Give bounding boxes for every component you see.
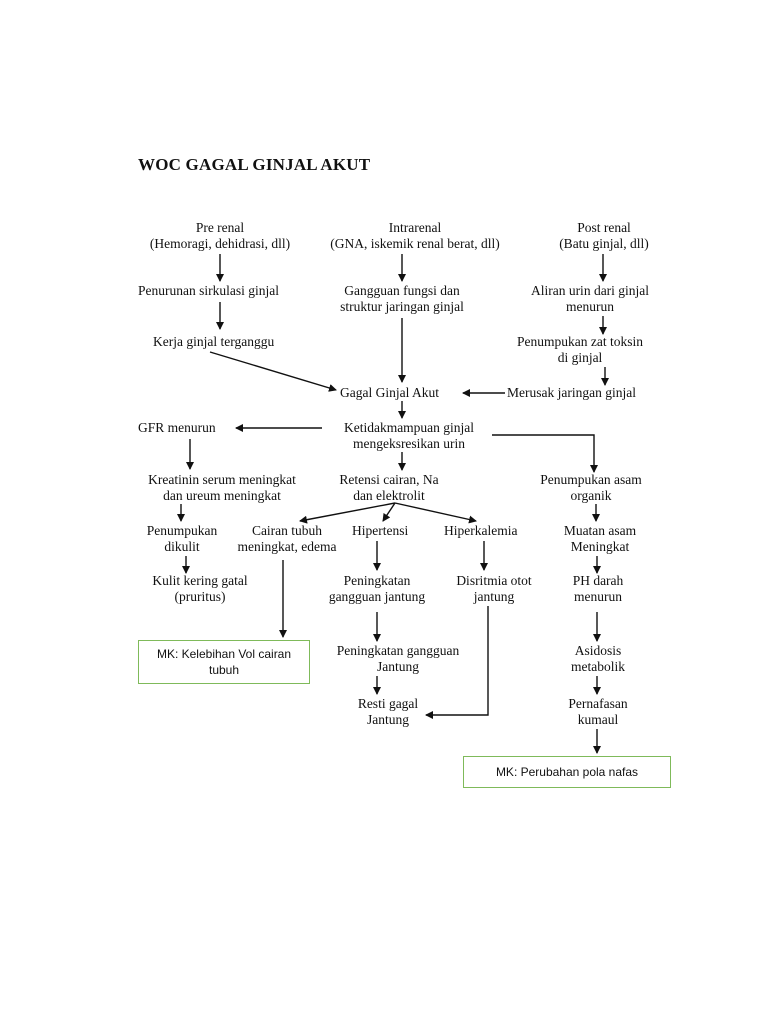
node-line: di ginjal — [557, 350, 603, 365]
node-line: Muatan asam — [563, 523, 637, 538]
arrow-kerja-to-gagal — [209, 351, 337, 392]
node-penumpukan-dikulit: Penumpukan dikulit — [136, 523, 228, 555]
node-line: Peningkatan gangguan — [336, 643, 460, 658]
arrow-ketidak-to-asam — [492, 434, 598, 473]
node-line: Pernafasan — [568, 696, 628, 711]
node-penurunan-sirkulasi: Penurunan sirkulasi ginjal — [138, 283, 279, 299]
node-pre-renal: Pre renal (Hemoragi, dehidrasi, dll) — [138, 220, 302, 252]
node-line: Peningkatan — [343, 573, 411, 588]
arrow-retensi-to-hiperkalemia — [394, 502, 477, 524]
node-line: Pre renal — [195, 220, 245, 235]
node-line: Hipertensi — [352, 523, 409, 538]
node-pernafasan: Pernafasan kumaul — [558, 696, 638, 728]
node-kreatinin: Kreatinin serum meningkat dan ureum meni… — [136, 472, 308, 504]
node-line: (Hemoragi, dehidrasi, dll) — [149, 236, 291, 251]
node-line: menurun — [566, 299, 614, 314]
arrow-retensi-to-hipertensi — [382, 502, 396, 522]
node-line: dikulit — [164, 539, 200, 554]
node-line: (Batu ginjal, dll) — [559, 236, 649, 251]
node-line: organik — [570, 488, 612, 503]
node-line: Merusak jaringan ginjal — [507, 385, 636, 400]
node-gfr-menurun: GFR menurun — [138, 420, 216, 436]
diagram-title: WOC GAGAL GINJAL AKUT — [138, 155, 371, 174]
node-line: Retensi cairan, Na — [339, 472, 439, 487]
node-line: Cairan tubuh — [251, 523, 323, 538]
node-line: meningkat, edema — [237, 539, 337, 554]
node-line: (pruritus) — [174, 589, 226, 604]
node-line: Post renal — [577, 220, 631, 235]
node-line: mengeksresikan urin — [352, 436, 466, 451]
node-retensi: Retensi cairan, Na dan elektrolit — [323, 472, 455, 504]
node-ketidakmampuan: Ketidakmampuan ginjal mengeksresikan uri… — [324, 420, 494, 452]
node-peningkatan-gangguan-jantung: Peningkatan gangguan Jantung — [324, 643, 472, 675]
node-disritmia: Disritmia otot jantung — [442, 573, 546, 605]
node-line: jantung — [473, 589, 515, 604]
node-line: dan elektrolit — [353, 488, 425, 503]
node-penumpukan-zat: Penumpukan zat toksin di ginjal — [503, 334, 657, 366]
node-line: Hiperkalemia — [444, 523, 518, 538]
node-line: menurun — [574, 589, 622, 604]
node-line: Jantung — [367, 712, 409, 727]
node-line: Kulit kering gatal — [152, 573, 248, 588]
node-line: Intrarenal — [388, 220, 442, 235]
node-line: metabolik — [571, 659, 625, 674]
node-resti-gagal: Resti gagal Jantung — [346, 696, 430, 728]
node-line: Disritmia otot — [456, 573, 532, 588]
node-line: PH darah — [572, 573, 624, 588]
node-line: Asidosis — [574, 643, 622, 658]
node-line: Meningkat — [570, 539, 630, 554]
node-gagal-ginjal-akut: Gagal Ginjal Akut — [340, 385, 439, 401]
node-muatan-asam: Muatan asam Meningkat — [550, 523, 650, 555]
node-line: kumaul — [577, 712, 619, 727]
node-line: struktur jaringan ginjal — [340, 299, 464, 314]
node-hipertensi: Hipertensi — [352, 523, 408, 539]
node-line: Penurunan sirkulasi ginjal — [138, 283, 279, 298]
node-line: Gangguan fungsi dan — [344, 283, 460, 298]
node-line: Kreatinin serum meningkat — [148, 472, 296, 487]
node-cairan-tubuh: Cairan tubuh meningkat, edema — [228, 523, 346, 555]
node-line: Aliran urin dari ginjal — [530, 283, 650, 298]
node-merusak-jaringan: Merusak jaringan ginjal — [507, 385, 636, 401]
node-line: Ketidakmampuan ginjal — [343, 420, 475, 435]
node-line: dan ureum meningkat — [163, 488, 281, 503]
node-line: Resti gagal — [357, 696, 419, 711]
mk-kelebihan-vol-box: MK: Kelebihan Vol cairan tubuh — [138, 640, 310, 684]
node-kerja-ginjal: Kerja ginjal terganggu — [153, 334, 274, 350]
node-peningkatan-gangguan: Peningkatan gangguan jantung — [310, 573, 444, 605]
node-kulit-kering: Kulit kering gatal (pruritus) — [136, 573, 264, 605]
box-line: MK: Perubahan pola nafas — [495, 765, 639, 779]
node-penumpukan-asam: Penumpukan asam organik — [516, 472, 666, 504]
node-ph-darah: PH darah menurun — [560, 573, 636, 605]
node-line: Penumpukan asam — [540, 472, 642, 487]
node-post-renal: Post renal (Batu ginjal, dll) — [548, 220, 660, 252]
node-line: Penumpukan — [146, 523, 218, 538]
node-line: gangguan jantung — [328, 589, 426, 604]
box-line: tubuh — [208, 663, 240, 677]
node-aliran-urin: Aliran urin dari ginjal menurun — [517, 283, 663, 315]
node-line: Jantung — [377, 659, 419, 674]
node-line: GFR menurun — [138, 420, 216, 435]
mk-perubahan-pola-box: MK: Perubahan pola nafas — [463, 756, 671, 788]
node-hiperkalemia: Hiperkalemia — [444, 523, 517, 539]
arrow-retensi-to-cairan — [299, 502, 396, 524]
node-asidosis: Asidosis metabolik — [560, 643, 636, 675]
node-intrarenal: Intrarenal (GNA, iskemik renal berat, dl… — [327, 220, 503, 252]
node-line: Penumpukan zat toksin — [517, 334, 643, 349]
node-line: Kerja ginjal terganggu — [153, 334, 275, 349]
box-line: MK: Kelebihan Vol cairan — [156, 647, 292, 661]
node-gangguan-fungsi: Gangguan fungsi dan struktur jaringan gi… — [326, 283, 478, 315]
node-line: (GNA, iskemik renal berat, dll) — [330, 236, 500, 251]
node-line: Gagal Ginjal Akut — [340, 385, 439, 400]
arrow-disritmia-to-resti — [425, 606, 489, 719]
